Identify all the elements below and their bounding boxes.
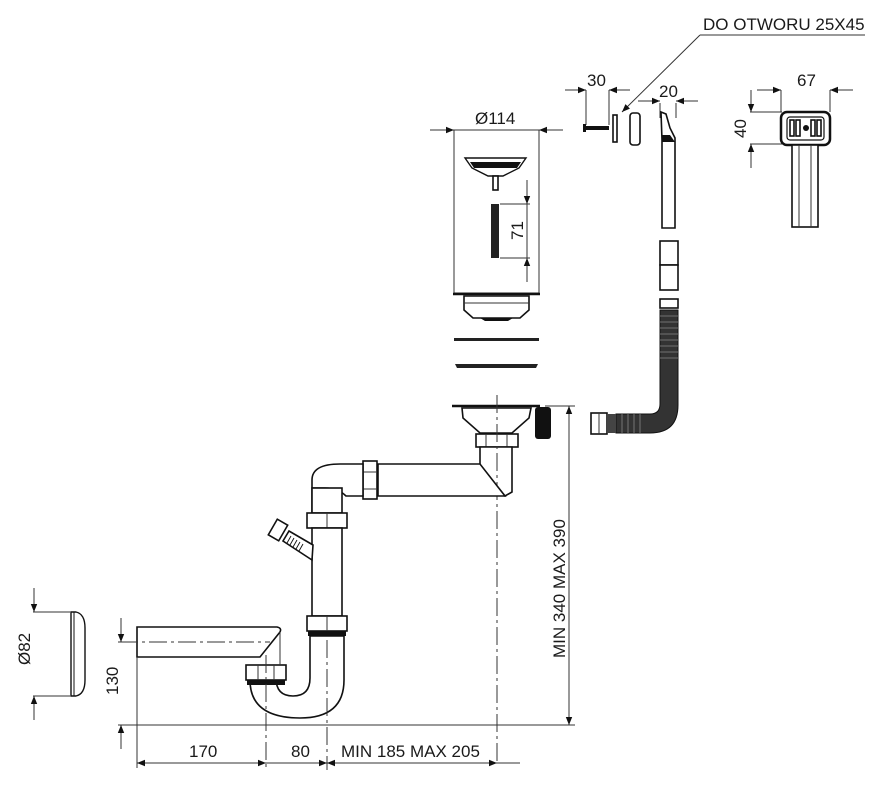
nut-thread bbox=[308, 631, 346, 636]
drain-tail bbox=[479, 446, 513, 498]
hose-outlet-ring bbox=[607, 414, 616, 433]
dim-overflow-height: 40 bbox=[731, 119, 750, 138]
dim-vertical-range: MIN 340 MAX 390 bbox=[550, 519, 569, 658]
side-inlet-cap bbox=[267, 518, 289, 542]
grille-slot bbox=[789, 119, 795, 137]
arm-nut-icon bbox=[362, 460, 378, 500]
drain-body bbox=[452, 395, 551, 762]
main-pipe bbox=[311, 527, 343, 617]
outlet-pipe bbox=[120, 626, 282, 665]
bottom-dimensions: 130 170 80 MIN 185 MAX 205 MIN 340 MAX 3… bbox=[103, 405, 575, 768]
grille-screw bbox=[803, 125, 809, 131]
overflow-hose bbox=[590, 240, 679, 435]
dim-outlet-length: 170 bbox=[189, 742, 217, 761]
overflow-rod-icon bbox=[660, 110, 676, 229]
dim-strainer-stem: 71 bbox=[508, 221, 527, 240]
arm-pipe bbox=[377, 463, 507, 497]
screw-head bbox=[583, 124, 586, 132]
dim-horizontal-range: MIN 185 MAX 205 bbox=[341, 742, 480, 761]
grille-slot bbox=[810, 119, 816, 137]
rod-clip bbox=[662, 135, 675, 142]
drain-funnel bbox=[461, 407, 532, 434]
dim-overflow-width: 67 bbox=[797, 71, 816, 90]
gasket-upper-icon bbox=[454, 338, 539, 341]
corrugated-hose-icon bbox=[615, 309, 679, 434]
hose-connector bbox=[659, 240, 679, 266]
plate-icon bbox=[612, 114, 618, 143]
basket-stem bbox=[492, 175, 499, 191]
dim-cap-diameter: Ø82 bbox=[15, 633, 34, 665]
grille-slot bbox=[816, 119, 822, 137]
strainer-assembly: Ø114 71 bbox=[430, 109, 563, 368]
wall-rosette: Ø82 bbox=[15, 588, 86, 720]
nut-icon bbox=[629, 112, 641, 146]
hose-connector bbox=[659, 264, 679, 291]
screw-icon bbox=[585, 126, 609, 130]
flange-bottom bbox=[480, 318, 513, 321]
hose-end bbox=[659, 298, 679, 309]
upper-pipe bbox=[311, 487, 343, 514]
nut-thread bbox=[247, 680, 285, 685]
rosette-icon bbox=[70, 611, 86, 697]
dim-screw: 30 bbox=[587, 71, 606, 90]
grille-slot bbox=[795, 119, 801, 137]
overflow-tube-icon bbox=[791, 144, 819, 228]
overflow-parts: 30 20 bbox=[565, 71, 698, 229]
hole-note-text: DO OTWORU 25X45 bbox=[703, 15, 865, 34]
dim-trap-width: 80 bbox=[291, 742, 310, 761]
dim-outlet-height: 130 bbox=[103, 667, 122, 695]
hose-ribs bbox=[621, 315, 678, 433]
hole-note: DO OTWORU 25X45 bbox=[621, 15, 865, 113]
plug-icon bbox=[491, 204, 499, 258]
sink-flange-icon bbox=[463, 295, 530, 319]
vertical-pipe bbox=[267, 487, 348, 636]
gasket-lower-icon bbox=[455, 364, 538, 368]
basket-mesh bbox=[470, 162, 521, 168]
side-inlet-ribs bbox=[286, 535, 304, 552]
dim-hook: 20 bbox=[659, 82, 678, 101]
overflow-connector-icon bbox=[535, 407, 551, 439]
dim-strainer-diameter: Ø114 bbox=[475, 109, 515, 128]
overflow-head: 67 40 bbox=[731, 71, 853, 228]
hole-note-leader bbox=[621, 34, 701, 113]
u-trap bbox=[245, 635, 345, 770]
